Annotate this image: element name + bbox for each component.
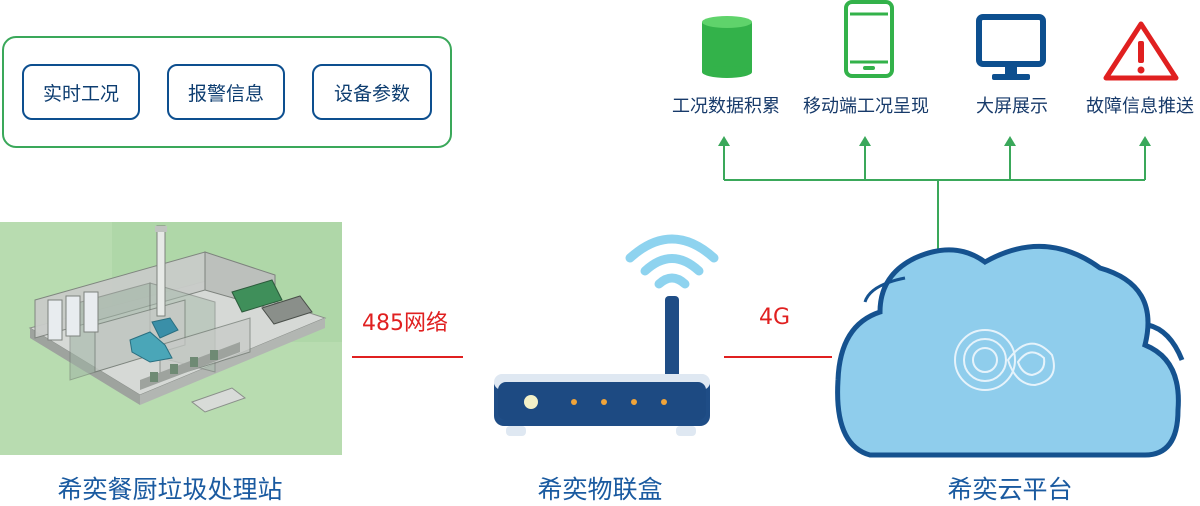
database-icon	[702, 16, 752, 78]
smartphone-icon	[844, 0, 894, 78]
iot-box-label: 希奕物联盒	[537, 475, 663, 504]
realtime-status-button[interactable]: 实时工况	[22, 64, 140, 120]
cloud-platform-label: 希奕云平台	[947, 475, 1073, 504]
station-label: 希奕餐厨垃圾处理站	[57, 475, 283, 504]
output-connector	[718, 136, 1151, 262]
station-illustration	[0, 222, 342, 455]
alarm-info-button[interactable]: 报警信息	[167, 64, 285, 120]
output-label-data-accumulation: 工况数据积累	[672, 96, 780, 117]
output-label-big-screen: 大屏展示	[976, 96, 1048, 117]
link-4g-label: 4G	[759, 305, 791, 330]
warning-icon	[1103, 21, 1179, 81]
link-485-label: 485网络	[362, 311, 448, 336]
status-panel	[2, 36, 452, 148]
device-params-button[interactable]: 设备参数	[312, 64, 432, 120]
cloud-illustration	[835, 244, 1185, 458]
output-label-fault-push: 故障信息推送	[1086, 96, 1194, 117]
monitor-icon	[976, 14, 1046, 80]
router-illustration	[494, 234, 719, 436]
output-label-mobile-display: 移动端工况呈现	[803, 96, 929, 117]
